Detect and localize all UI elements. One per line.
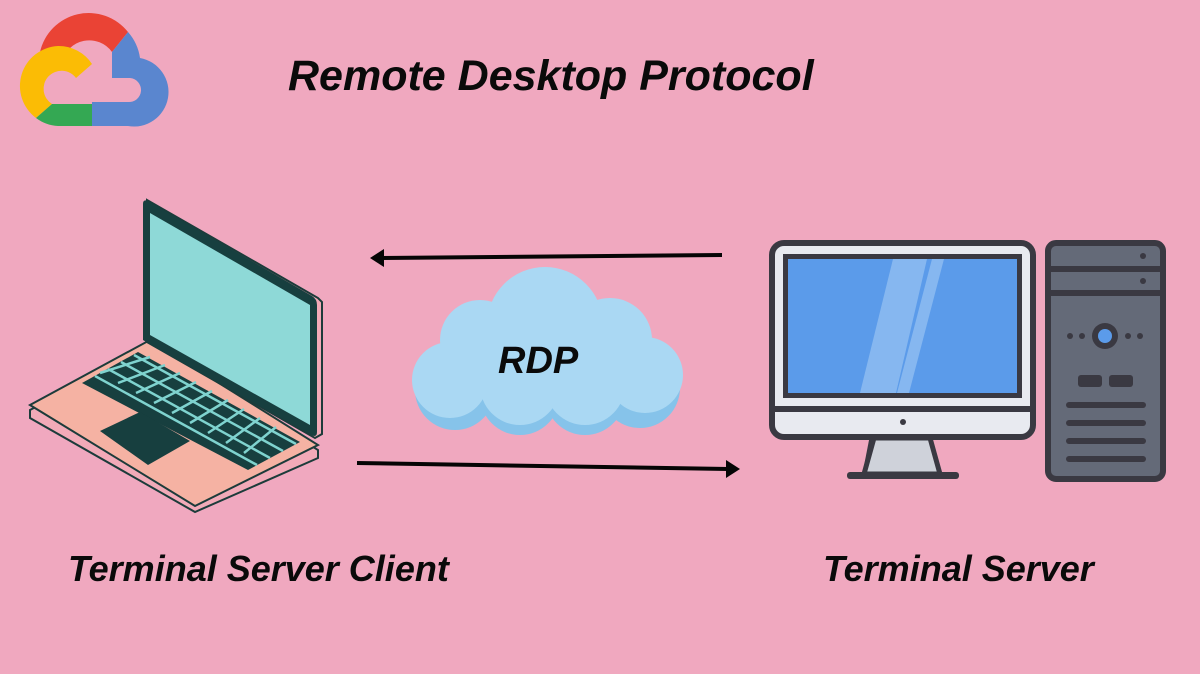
server-label: Terminal Server (823, 548, 1094, 589)
google-cloud-logo-icon (19, 13, 169, 127)
page-title: Remote Desktop Protocol (288, 52, 814, 100)
cloud-icon (412, 267, 683, 435)
desktop-computer-icon (769, 240, 1036, 479)
computer-tower-icon (1045, 240, 1166, 482)
arrow-client-to-server (356, 460, 740, 478)
client-label: Terminal Server Client (68, 548, 449, 589)
laptop-icon (27, 198, 323, 514)
protocol-label: RDP (498, 340, 579, 382)
arrow-server-to-client (370, 249, 723, 267)
